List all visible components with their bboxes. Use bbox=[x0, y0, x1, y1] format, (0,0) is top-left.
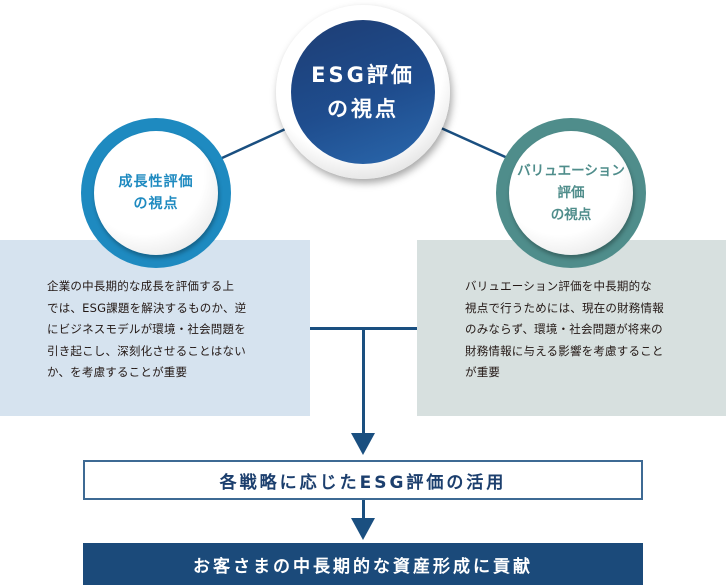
asset-formation-box: お客さまの中長期的な資産形成に貢献 bbox=[83, 543, 643, 585]
asset-formation-label: お客さまの中長期的な資産形成に貢献 bbox=[193, 556, 533, 577]
growth-description-text: 企業の中長期的な成長を評価する上 では、ESG課題を解決するものか、逆 にビジネ… bbox=[47, 279, 247, 379]
connector-right bbox=[440, 126, 513, 162]
arrow-down-icon bbox=[351, 518, 375, 540]
growth-evaluation-node: 成長性評価 の視点 bbox=[81, 118, 231, 268]
arrow-down-icon bbox=[351, 433, 375, 455]
valuation-evaluation-label: バリュエーション 評価 の視点 bbox=[509, 131, 633, 255]
growth-evaluation-label: 成長性評価 の視点 bbox=[94, 131, 218, 255]
merge-vertical-line bbox=[362, 327, 365, 435]
esg-utilization-box: 各戦略に応じたESG評価の活用 bbox=[83, 460, 643, 500]
esg-evaluation-label: ESG評価 の視点 bbox=[291, 20, 435, 164]
lower-vertical-line bbox=[362, 500, 365, 520]
valuation-description-text: バリュエーション評価を中長期的な 視点で行うためには、現在の財務情報 のみならず… bbox=[465, 279, 664, 379]
growth-description-panel: 企業の中長期的な成長を評価する上 では、ESG課題を解決するものか、逆 にビジネ… bbox=[0, 240, 310, 416]
valuation-description-panel: バリュエーション評価を中長期的な 視点で行うためには、現在の財務情報 のみならず… bbox=[417, 240, 726, 416]
connector-left bbox=[221, 124, 293, 160]
esg-utilization-label: 各戦略に応じたESG評価の活用 bbox=[219, 472, 507, 493]
connector-lines bbox=[221, 124, 513, 162]
esg-evaluation-node: ESG評価 の視点 bbox=[276, 5, 450, 179]
valuation-evaluation-node: バリュエーション 評価 の視点 bbox=[496, 118, 646, 268]
